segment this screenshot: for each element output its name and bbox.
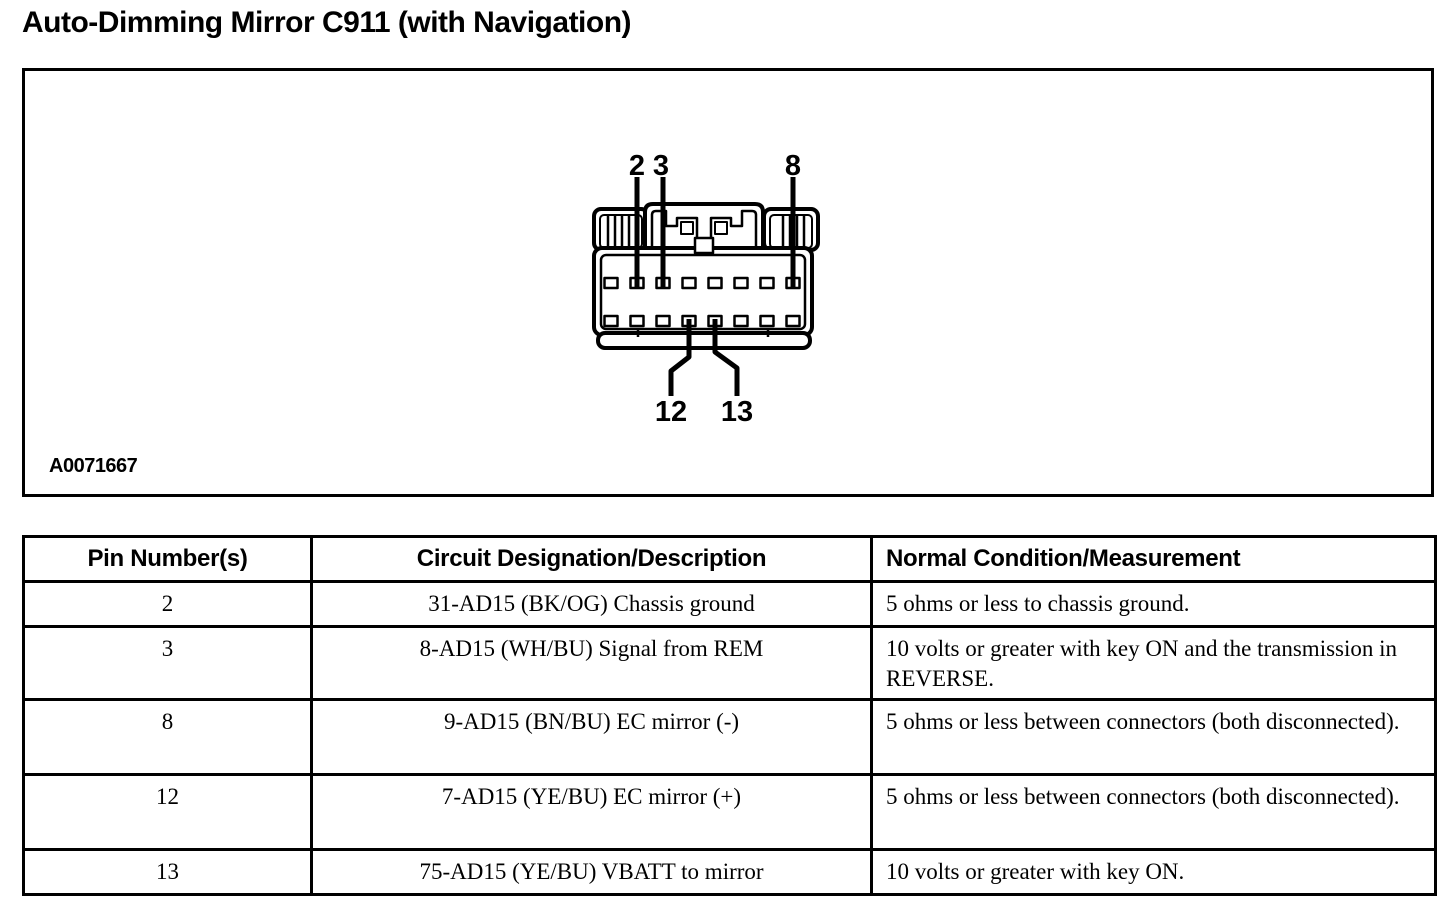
- cell-circuit: 7-AD15 (YE/BU) EC mirror (+): [310, 773, 873, 851]
- page-title: Auto-Dimming Mirror C911 (with Navigatio…: [22, 6, 632, 39]
- pin-row-bottom: [603, 314, 801, 328]
- pin-label-3: 3: [653, 150, 669, 182]
- pin-label-2: 2: [629, 150, 645, 182]
- cell-circuit: 31-AD15 (BK/OG) Chassis ground: [310, 580, 873, 628]
- latch-tab-icon: [643, 202, 765, 252]
- table-row: 3 8-AD15 (WH/BU) Signal from REM 10 volt…: [22, 625, 1437, 701]
- cell-condition: 5 ohms or less to chassis ground.: [870, 580, 1437, 628]
- cell-pin: 2: [22, 580, 313, 628]
- pin-slot: [707, 276, 723, 290]
- cell-circuit: 8-AD15 (WH/BU) Signal from REM: [310, 625, 873, 701]
- table-row: 2 31-AD15 (BK/OG) Chassis ground 5 ohms …: [22, 580, 1437, 628]
- header-circuit-designation: Circuit Designation/Description: [310, 535, 873, 583]
- pin-label-13: 13: [721, 396, 753, 428]
- cell-condition: 10 volts or greater with key ON and the …: [870, 625, 1437, 701]
- latch-notch: [693, 236, 715, 255]
- pin-slot: [655, 314, 671, 328]
- cell-condition: 5 ohms or less between connectors (both …: [870, 773, 1437, 851]
- cell-pin: 8: [22, 698, 313, 776]
- lip-notches: [636, 329, 770, 337]
- pin-slot: [733, 276, 749, 290]
- table-row: 12 7-AD15 (YE/BU) EC mirror (+) 5 ohms o…: [22, 773, 1437, 851]
- left-rib-wing-icon: [592, 207, 650, 252]
- table-header-row: Pin Number(s) Circuit Designation/Descri…: [22, 535, 1437, 583]
- header-pin-numbers: Pin Number(s): [22, 535, 313, 583]
- leader-line-pin12: [668, 319, 692, 396]
- cell-condition: 5 ohms or less between connectors (both …: [870, 698, 1437, 776]
- pin-slot: [759, 314, 775, 328]
- pin-slot: [785, 314, 801, 328]
- bottom-lip: [596, 331, 812, 350]
- cell-pin: 13: [22, 848, 313, 896]
- cell-circuit: 9-AD15 (BN/BU) EC mirror (-): [310, 698, 873, 776]
- leader-line-pin13: [712, 319, 740, 396]
- pin-label-8: 8: [785, 150, 801, 182]
- connector-diagram: 2 3 8 12 13: [592, 150, 820, 428]
- connector-body: [592, 246, 814, 337]
- header-normal-condition: Normal Condition/Measurement: [870, 535, 1437, 583]
- connector-body-inner: [599, 253, 807, 331]
- pin-slot: [759, 276, 775, 290]
- pin-label-12: 12: [655, 396, 687, 428]
- pin-slot: [603, 276, 619, 290]
- cell-pin: 3: [22, 625, 313, 701]
- cell-condition: 10 volts or greater with key ON.: [870, 848, 1437, 896]
- cell-pin: 12: [22, 773, 313, 851]
- pin-slot: [681, 276, 697, 290]
- pin-slot: [629, 314, 645, 328]
- figure-reference: A0071667: [49, 455, 138, 477]
- connector-figure-box: 2 3 8 12 13 A0071667: [22, 68, 1434, 497]
- cell-circuit: 75-AD15 (YE/BU) VBATT to mirror: [310, 848, 873, 896]
- pin-slot: [733, 314, 749, 328]
- table-row: 13 75-AD15 (YE/BU) VBATT to mirror 10 vo…: [22, 848, 1437, 896]
- pinout-table: Pin Number(s) Circuit Designation/Descri…: [22, 535, 1437, 896]
- table-row: 8 9-AD15 (BN/BU) EC mirror (-) 5 ohms or…: [22, 698, 1437, 776]
- pin-slot: [603, 314, 619, 328]
